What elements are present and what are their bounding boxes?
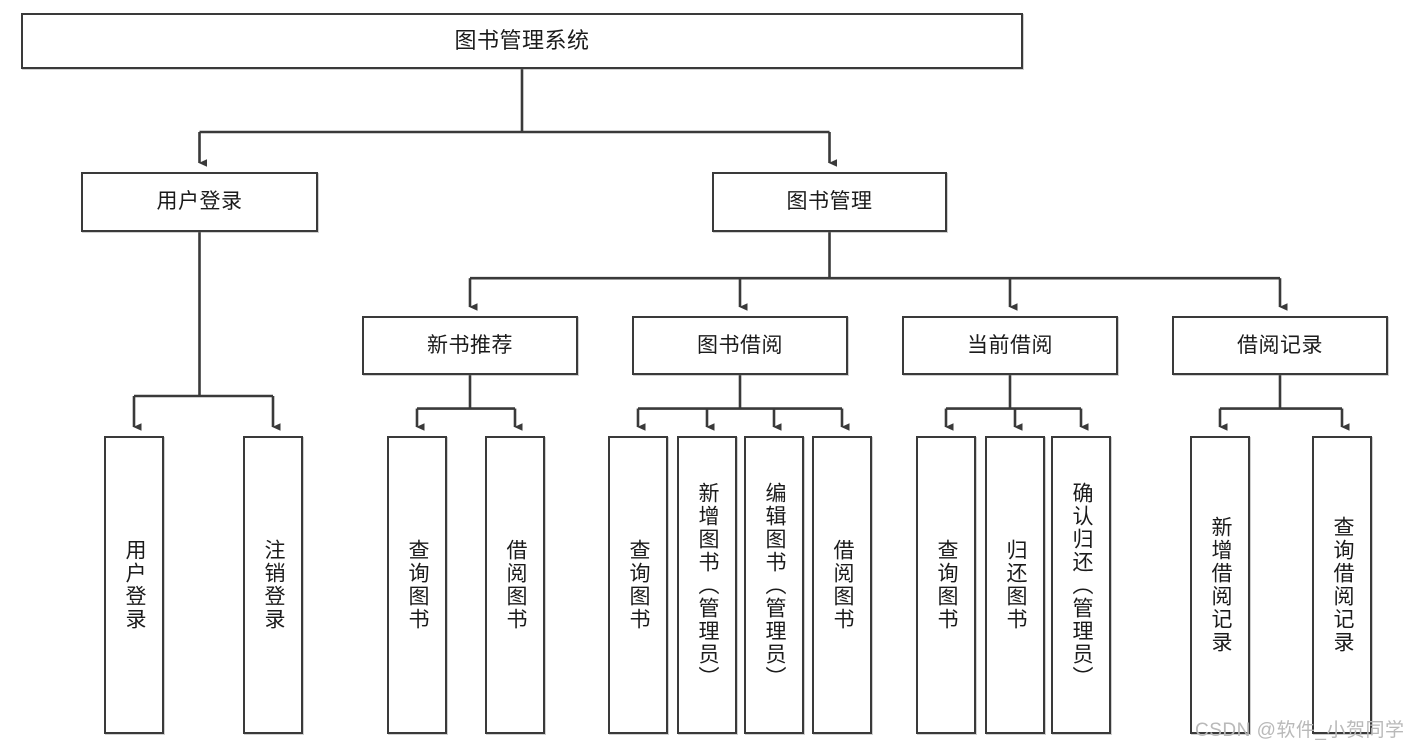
node-leaf-rec-query[interactable]: 查询图书 [387, 436, 447, 734]
node-borrow-record[interactable]: 借阅记录 [1172, 316, 1388, 375]
node-leaf-rec-add[interactable]: 新增借阅记录 [1190, 436, 1250, 734]
node-leaf-user-logout[interactable]: 注销登录 [243, 436, 303, 734]
node-label-borrow-record: 借阅记录 [1237, 333, 1323, 357]
node-label-book-borrow: 图书借阅 [697, 333, 783, 357]
node-leaf-rec-borrow[interactable]: 借阅图书 [485, 436, 545, 734]
node-label-user-login: 用户登录 [156, 190, 243, 214]
node-label-leaf-user-logout: 注销登录 [262, 539, 286, 631]
node-leaf-user-login[interactable]: 用户登录 [104, 436, 164, 734]
node-leaf-cur-confirm[interactable]: 确认归还（管理员） [1051, 436, 1111, 734]
node-current-borrow[interactable]: 当前借阅 [902, 316, 1118, 375]
node-label-root: 图书管理系统 [454, 27, 590, 53]
node-user-login[interactable]: 用户登录 [81, 172, 318, 232]
node-label-leaf-borrow-edit: 编辑图书（管理员） [763, 481, 787, 689]
node-label-leaf-borrow-lend: 借阅图书 [831, 539, 855, 631]
node-root[interactable]: 图书管理系统 [21, 13, 1023, 69]
node-leaf-rec-search[interactable]: 查询借阅记录 [1312, 436, 1372, 734]
node-leaf-borrow-lend[interactable]: 借阅图书 [812, 436, 872, 734]
node-label-leaf-cur-return: 归还图书 [1004, 539, 1028, 631]
node-leaf-borrow-query[interactable]: 查询图书 [608, 436, 668, 734]
node-new-book-rec[interactable]: 新书推荐 [362, 316, 578, 375]
node-label-leaf-rec-borrow: 借阅图书 [504, 539, 528, 631]
node-leaf-borrow-edit[interactable]: 编辑图书（管理员） [744, 436, 804, 734]
node-label-leaf-borrow-query: 查询图书 [627, 539, 651, 631]
node-leaf-cur-return[interactable]: 归还图书 [985, 436, 1045, 734]
node-label-leaf-borrow-add: 新增图书（管理员） [696, 481, 720, 689]
node-label-book-manage: 图书管理 [786, 190, 873, 214]
node-book-borrow[interactable]: 图书借阅 [632, 316, 848, 375]
node-label-current-borrow: 当前借阅 [967, 333, 1053, 357]
node-label-leaf-user-login: 用户登录 [123, 539, 147, 631]
node-label-leaf-cur-query: 查询图书 [935, 539, 959, 631]
node-label-leaf-rec-search: 查询借阅记录 [1331, 516, 1355, 654]
node-leaf-borrow-add[interactable]: 新增图书（管理员） [677, 436, 737, 734]
node-label-leaf-rec-add: 新增借阅记录 [1209, 516, 1233, 654]
node-leaf-cur-query[interactable]: 查询图书 [916, 436, 976, 734]
node-label-leaf-cur-confirm: 确认归还（管理员） [1070, 481, 1094, 689]
node-label-new-book-rec: 新书推荐 [427, 333, 513, 357]
node-label-leaf-rec-query: 查询图书 [406, 539, 430, 631]
node-book-manage[interactable]: 图书管理 [712, 172, 947, 232]
